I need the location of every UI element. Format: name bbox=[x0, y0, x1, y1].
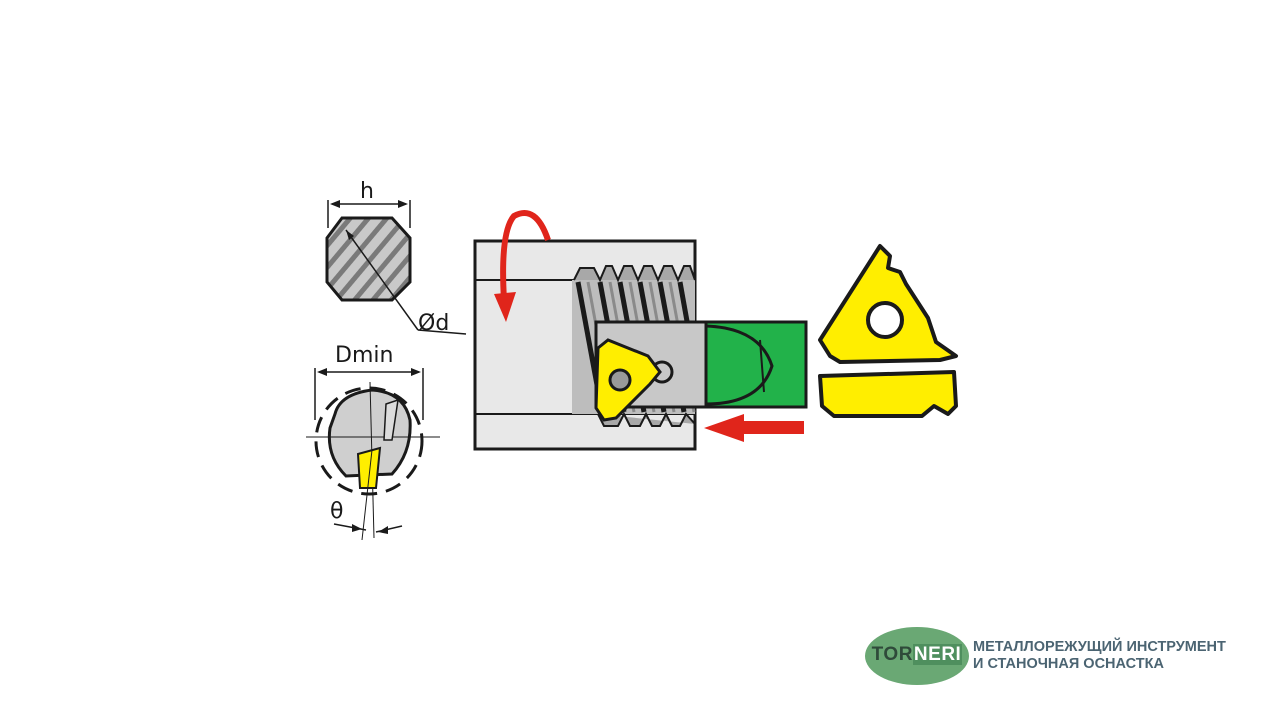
insert-top-view bbox=[818, 244, 958, 364]
insert-side-view bbox=[818, 370, 958, 418]
logo-brand-part1: TOR bbox=[871, 644, 913, 665]
logo-brand-part2: NERI bbox=[912, 644, 963, 665]
logo-tagline-line2: И СТАНОЧНАЯ ОСНАСТКА bbox=[973, 656, 1164, 672]
label-h: h bbox=[360, 179, 374, 204]
rotation-arrow bbox=[494, 210, 551, 322]
label-dmin: Dmin bbox=[335, 343, 393, 368]
boring-bar bbox=[594, 320, 808, 422]
logo-wordmark: TORNERI bbox=[868, 644, 966, 666]
logo-tagline-line1: МЕТАЛЛОРЕЖУЩИЙ ИНСТРУМЕНТ bbox=[973, 639, 1226, 655]
label-theta: θ bbox=[330, 499, 343, 524]
shank-cross-section bbox=[325, 200, 467, 335]
torneri-logo: TORNERI МЕТАЛЛОРЕЖУЩИЙ ИНСТРУМЕНТ И СТАН… bbox=[865, 627, 1265, 685]
label-diameter-d: Ød bbox=[418, 311, 449, 336]
feed-arrow bbox=[704, 414, 804, 442]
logo-tagline: МЕТАЛЛОРЕЖУЩИЙ ИНСТРУМЕНТ И СТАНОЧНАЯ ОС… bbox=[973, 639, 1226, 673]
bore-end-view bbox=[306, 368, 440, 541]
